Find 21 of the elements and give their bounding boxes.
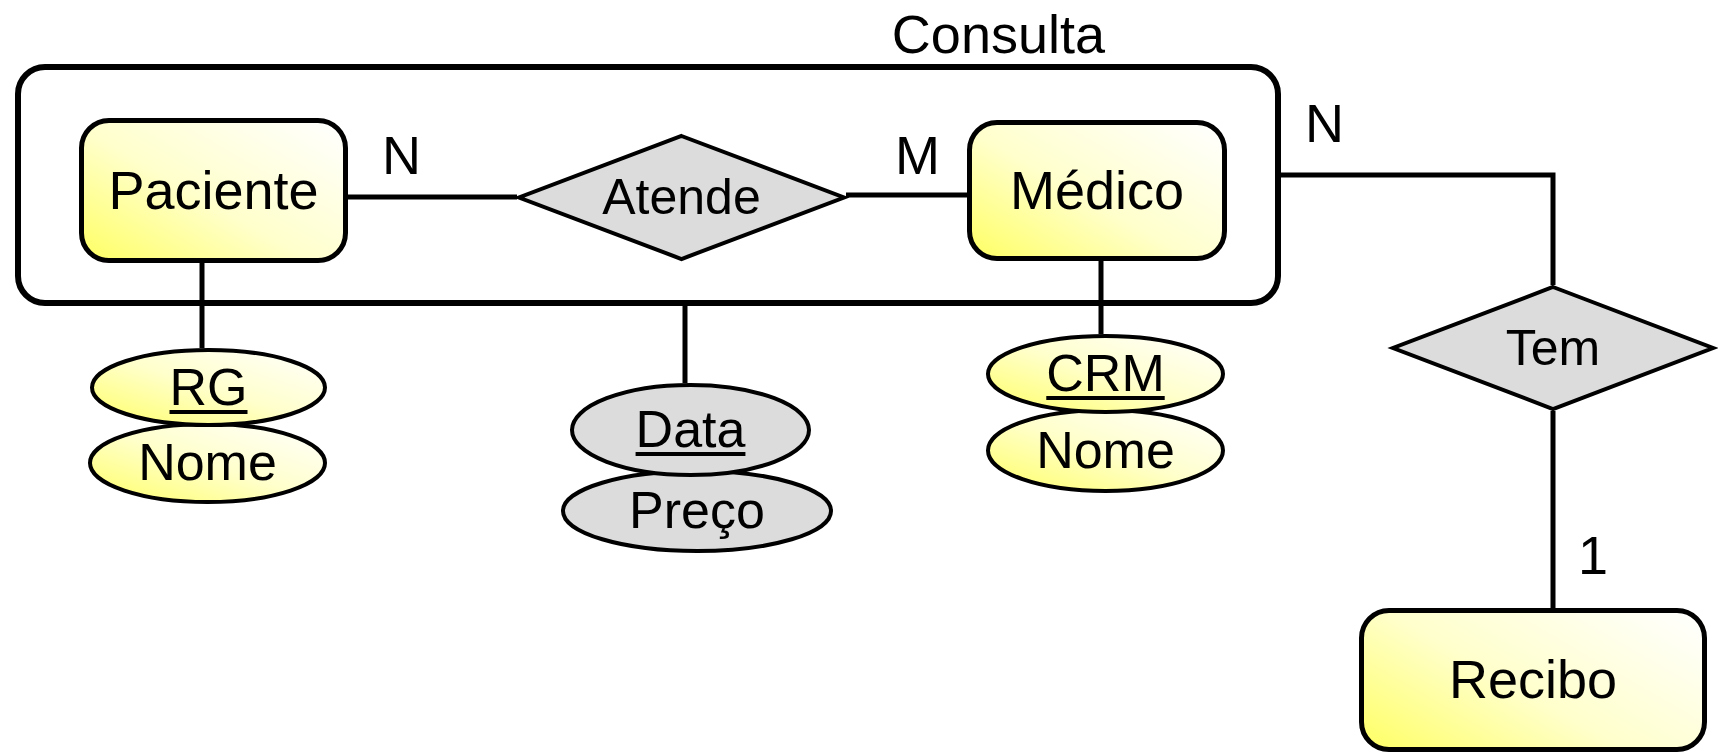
connector-line [348,194,517,200]
attribute-name: Nome [138,434,277,492]
connector-line [846,192,967,198]
attribute-name: Data [635,401,746,459]
connector-line [199,263,205,348]
attribute-name: RG [169,358,248,417]
connector-line [682,306,688,383]
attribute-name: Preço [629,482,765,540]
entity-name: Médico [1009,160,1185,221]
entity-name: Recibo [1448,650,1618,710]
relationship-name: Tem [1505,320,1601,376]
aggregation-title: Consulta [891,4,1105,64]
connector-line [1281,172,1556,285]
entity-box [967,120,1227,261]
entity-box [1359,608,1707,752]
connector-line [1098,261,1104,334]
connector-line [1550,411,1556,608]
entity-box [79,118,348,263]
attribute-name: Nome [1036,421,1175,480]
attribute-name: CRM [1046,345,1165,403]
entity-name: Paciente [108,160,319,221]
